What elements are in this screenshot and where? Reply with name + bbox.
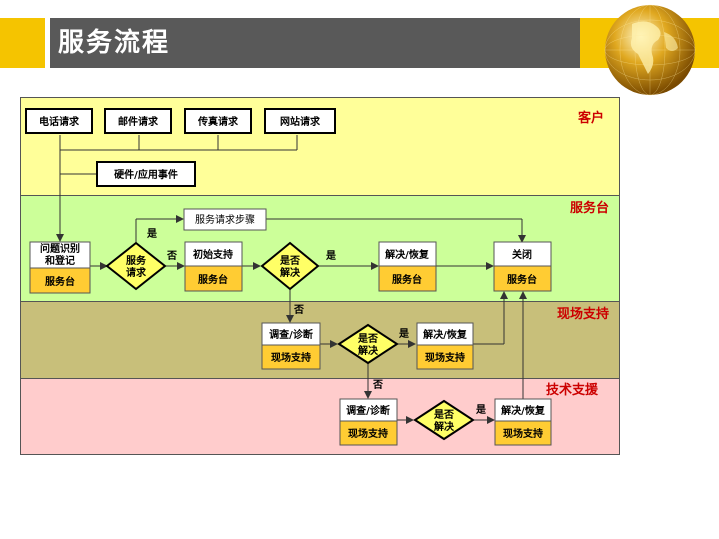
node-problem-identify-role: 服务台 — [45, 275, 75, 288]
svg-text:服务请求步骤: 服务请求步骤 — [195, 213, 255, 226]
node-fix-field: 解决/恢复 现场支持 — [416, 322, 474, 370]
node-close: 关闭 服务台 — [493, 241, 552, 292]
node-problem-identify: 问题识别 和登记 服务台 — [29, 241, 91, 294]
svg-text:邮件请求: 邮件请求 — [118, 115, 159, 128]
globe-logo-icon — [604, 4, 696, 96]
edge-label-yes-fix3: 是 — [475, 404, 486, 416]
svg-text:网站请求: 网站请求 — [280, 115, 321, 128]
svg-text:服务台: 服务台 — [392, 273, 422, 286]
node-mail-request: 邮件请求 — [104, 108, 172, 134]
node-fix-service-desk: 解决/恢复 服务台 — [378, 241, 437, 292]
svg-text:现场支持: 现场支持 — [348, 427, 388, 440]
lane-label-field-support: 现场支持 — [557, 306, 609, 322]
edge-label-no-initial: 否 — [166, 250, 177, 262]
node-service-request-decision: 服务 请求 — [105, 241, 167, 291]
svg-text:解决: 解决 — [434, 420, 455, 433]
svg-text:服务: 服务 — [126, 254, 147, 267]
node-web-request: 网站请求 — [264, 108, 336, 134]
lane-label-customer: 客户 — [578, 110, 604, 126]
svg-text:问题识别: 问题识别 — [40, 242, 80, 255]
page-title: 服务流程 — [58, 28, 171, 58]
svg-text:服务台: 服务台 — [198, 273, 228, 286]
svg-text:服务台: 服务台 — [507, 273, 537, 286]
svg-text:请求: 请求 — [126, 266, 147, 279]
lane-label-tech-support: 技术支援 — [546, 382, 599, 398]
node-fix-tech: 解决/恢复 现场支持 — [494, 398, 552, 446]
svg-text:是否: 是否 — [279, 255, 300, 267]
header-accent-left — [0, 18, 45, 68]
svg-text:调查/诊断: 调查/诊断 — [269, 328, 313, 341]
node-phone-request: 电话请求 — [25, 108, 93, 134]
edge-label-no-tech: 否 — [372, 379, 383, 391]
svg-text:解决/恢复: 解决/恢复 — [385, 248, 430, 261]
svg-text:调查/诊断: 调查/诊断 — [346, 404, 390, 417]
svg-text:现场支持: 现场支持 — [503, 427, 543, 440]
edge-label-no-field: 否 — [293, 304, 304, 316]
svg-text:现场支持: 现场支持 — [271, 351, 311, 364]
edge-label-yes-fix1: 是 — [325, 250, 336, 262]
svg-text:解决: 解决 — [280, 266, 301, 279]
svg-text:电话请求: 电话请求 — [39, 115, 80, 128]
svg-text:初始支持: 初始支持 — [193, 248, 233, 261]
edge-label-yes-steps: 是 — [146, 228, 157, 240]
node-diagnose-tech: 调查/诊断 现场支持 — [339, 398, 398, 446]
svg-text:硬件/应用事件: 硬件/应用事件 — [114, 168, 178, 181]
node-initial-support: 初始支持 服务台 — [184, 241, 243, 292]
svg-text:是否: 是否 — [433, 409, 454, 421]
svg-text:解决: 解决 — [358, 344, 379, 357]
svg-text:解决/恢复: 解决/恢复 — [423, 328, 468, 341]
edge-label-yes-fix2: 是 — [398, 328, 409, 340]
node-service-request-steps: 服务请求步骤 — [183, 208, 267, 231]
node-resolved-decision-2: 是否 解决 — [337, 323, 399, 365]
node-hardware-event: 硬件/应用事件 — [96, 161, 196, 187]
svg-text:关闭: 关闭 — [512, 248, 532, 261]
svg-text:现场支持: 现场支持 — [425, 351, 465, 364]
service-flow-diagram: 客户 服务台 现场支持 技术支援 电话请求 — [20, 97, 620, 455]
lane-label-service-desk: 服务台 — [570, 200, 609, 216]
svg-text:传真请求: 传真请求 — [197, 115, 239, 128]
svg-text:解决/恢复: 解决/恢复 — [501, 404, 546, 417]
header-bar — [50, 18, 580, 68]
node-fax-request: 传真请求 — [184, 108, 252, 134]
node-resolved-decision-3: 是否 解决 — [413, 399, 475, 441]
svg-text:和登记: 和登记 — [44, 254, 75, 267]
node-resolved-decision-1: 是否 解决 — [260, 241, 320, 291]
svg-text:是否: 是否 — [357, 333, 378, 345]
node-diagnose-field: 调查/诊断 现场支持 — [261, 322, 321, 370]
